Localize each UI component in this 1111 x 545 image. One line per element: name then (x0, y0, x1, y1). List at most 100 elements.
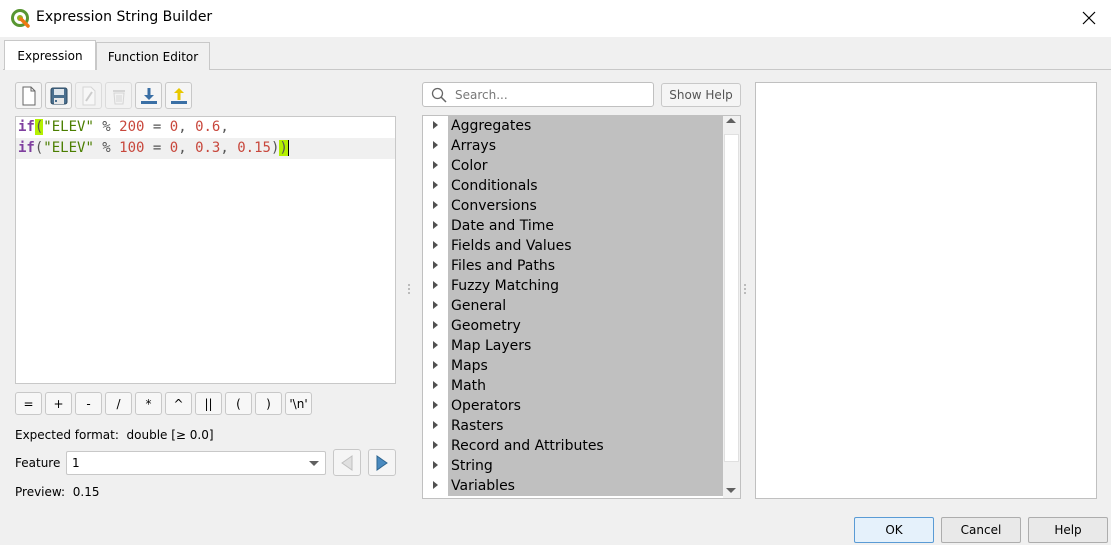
new-file-icon (22, 86, 35, 105)
scrollbar-thumb[interactable] (724, 134, 739, 462)
expand-arrow-icon[interactable] (433, 141, 438, 149)
import-button[interactable] (135, 82, 162, 109)
code-number: 0.15 (237, 140, 271, 156)
expand-arrow-icon[interactable] (433, 321, 438, 329)
tab-label: Function Editor (107, 49, 199, 64)
code-number: 0 (169, 140, 179, 156)
code-keyword: if (18, 140, 35, 156)
new-expression-button[interactable] (15, 82, 42, 109)
scroll-up-arrow-icon[interactable] (726, 118, 736, 123)
operator-equals-button[interactable]: = (15, 392, 42, 415)
tree-item-label: Record and Attributes (448, 436, 723, 456)
close-icon[interactable] (1079, 8, 1099, 28)
code-number: 0 (169, 119, 179, 135)
save-expression-button[interactable] (45, 82, 72, 109)
expand-arrow-icon[interactable] (433, 301, 438, 309)
code-brace-highlight: ) (279, 140, 289, 156)
tree-item-string[interactable]: String (423, 456, 723, 476)
tree-item-map-layers[interactable]: Map Layers (423, 336, 723, 356)
code-separator: , (220, 119, 229, 135)
tab-expression[interactable]: Expression (4, 40, 96, 70)
tree-item-maps[interactable]: Maps (423, 356, 723, 376)
tree-item-variables[interactable]: Variables (423, 476, 723, 496)
tree-item-aggregates[interactable]: Aggregates (423, 116, 723, 136)
code-paren: ( (34, 140, 44, 156)
code-brace-highlight: ( (34, 119, 44, 135)
ok-button[interactable]: OK (854, 517, 934, 543)
qgis-logo-icon (11, 9, 30, 28)
expand-arrow-icon[interactable] (433, 121, 438, 129)
expand-arrow-icon[interactable] (433, 361, 438, 369)
code-string: "ELEV" (43, 119, 94, 135)
operator-divide-button[interactable]: / (105, 392, 132, 415)
splitter-handle-right[interactable] (744, 284, 747, 298)
operator-buttons: = + - / * ^ || ( ) '\n' (15, 392, 312, 415)
splitter-handle-left[interactable] (408, 284, 411, 298)
tree-item-conditionals[interactable]: Conditionals (423, 176, 723, 196)
operator-minus-button[interactable]: - (75, 392, 102, 415)
feature-value: 1 (72, 456, 80, 470)
code-number: 100 (119, 140, 145, 156)
function-tree: Aggregates Arrays Color Conditionals Con… (422, 115, 741, 499)
operator-close-paren-button[interactable]: ) (255, 392, 282, 415)
feature-label: Feature (15, 456, 61, 470)
expand-arrow-icon[interactable] (433, 181, 438, 189)
expand-arrow-icon[interactable] (433, 201, 438, 209)
expand-arrow-icon[interactable] (433, 421, 438, 429)
show-help-button[interactable]: Show Help (661, 83, 741, 107)
cancel-button[interactable]: Cancel (941, 517, 1021, 543)
tree-item-conversions[interactable]: Conversions (423, 196, 723, 216)
tree-item-rasters[interactable]: Rasters (423, 416, 723, 436)
export-icon (170, 87, 187, 104)
tree-item-date-and-time[interactable]: Date and Time (423, 216, 723, 236)
expand-arrow-icon[interactable] (433, 341, 438, 349)
tree-item-fuzzy-matching[interactable]: Fuzzy Matching (423, 276, 723, 296)
expand-arrow-icon[interactable] (433, 261, 438, 269)
export-button[interactable] (165, 82, 192, 109)
tree-item-label: Files and Paths (448, 256, 723, 276)
tree-item-label: Variables (448, 476, 723, 496)
expand-arrow-icon[interactable] (433, 401, 438, 409)
previous-feature-button[interactable] (333, 449, 361, 476)
code-paren: ) (270, 140, 280, 156)
operator-concat-button[interactable]: || (195, 392, 222, 415)
tree-item-arrays[interactable]: Arrays (423, 136, 723, 156)
expand-arrow-icon[interactable] (433, 241, 438, 249)
operator-power-button[interactable]: ^ (165, 392, 192, 415)
operator-newline-button[interactable]: '\n' (285, 392, 312, 415)
expand-arrow-icon[interactable] (433, 461, 438, 469)
tree-item-general[interactable]: General (423, 296, 723, 316)
operator-open-paren-button[interactable]: ( (225, 392, 252, 415)
tree-item-math[interactable]: Math (423, 376, 723, 396)
tree-item-geometry[interactable]: Geometry (423, 316, 723, 336)
help-button[interactable]: Help (1028, 517, 1108, 543)
triangle-left-icon (341, 454, 353, 471)
tree-item-record-and-attributes[interactable]: Record and Attributes (423, 436, 723, 456)
delete-expression-button[interactable] (105, 82, 132, 109)
scroll-down-arrow-icon[interactable] (726, 488, 736, 493)
tree-item-operators[interactable]: Operators (423, 396, 723, 416)
feature-combobox[interactable]: 1 (66, 451, 326, 475)
expand-arrow-icon[interactable] (433, 381, 438, 389)
expression-editor[interactable]: if("ELEV" % 200 = 0, 0.6, if("ELEV" % 10… (15, 116, 396, 384)
tree-item-label: Geometry (448, 316, 723, 336)
expand-arrow-icon[interactable] (433, 281, 438, 289)
search-input[interactable] (455, 86, 645, 104)
tab-function-editor[interactable]: Function Editor (96, 42, 210, 70)
tree-scrollbar[interactable] (723, 116, 740, 498)
operator-plus-button[interactable]: + (45, 392, 72, 415)
expand-arrow-icon[interactable] (433, 221, 438, 229)
edit-expression-button[interactable] (75, 82, 102, 109)
tab-label: Expression (17, 48, 83, 63)
code-line-current: if("ELEV" % 100 = 0, 0.3, 0.15)) (16, 138, 395, 159)
search-box[interactable] (422, 82, 654, 107)
expand-arrow-icon[interactable] (433, 441, 438, 449)
tree-item-fields-and-values[interactable]: Fields and Values (423, 236, 723, 256)
code-operator: % (93, 119, 120, 135)
expand-arrow-icon[interactable] (433, 161, 438, 169)
expand-arrow-icon[interactable] (433, 481, 438, 489)
tree-item-files-and-paths[interactable]: Files and Paths (423, 256, 723, 276)
next-feature-button[interactable] (368, 449, 396, 476)
operator-multiply-button[interactable]: * (135, 392, 162, 415)
tree-item-color[interactable]: Color (423, 156, 723, 176)
